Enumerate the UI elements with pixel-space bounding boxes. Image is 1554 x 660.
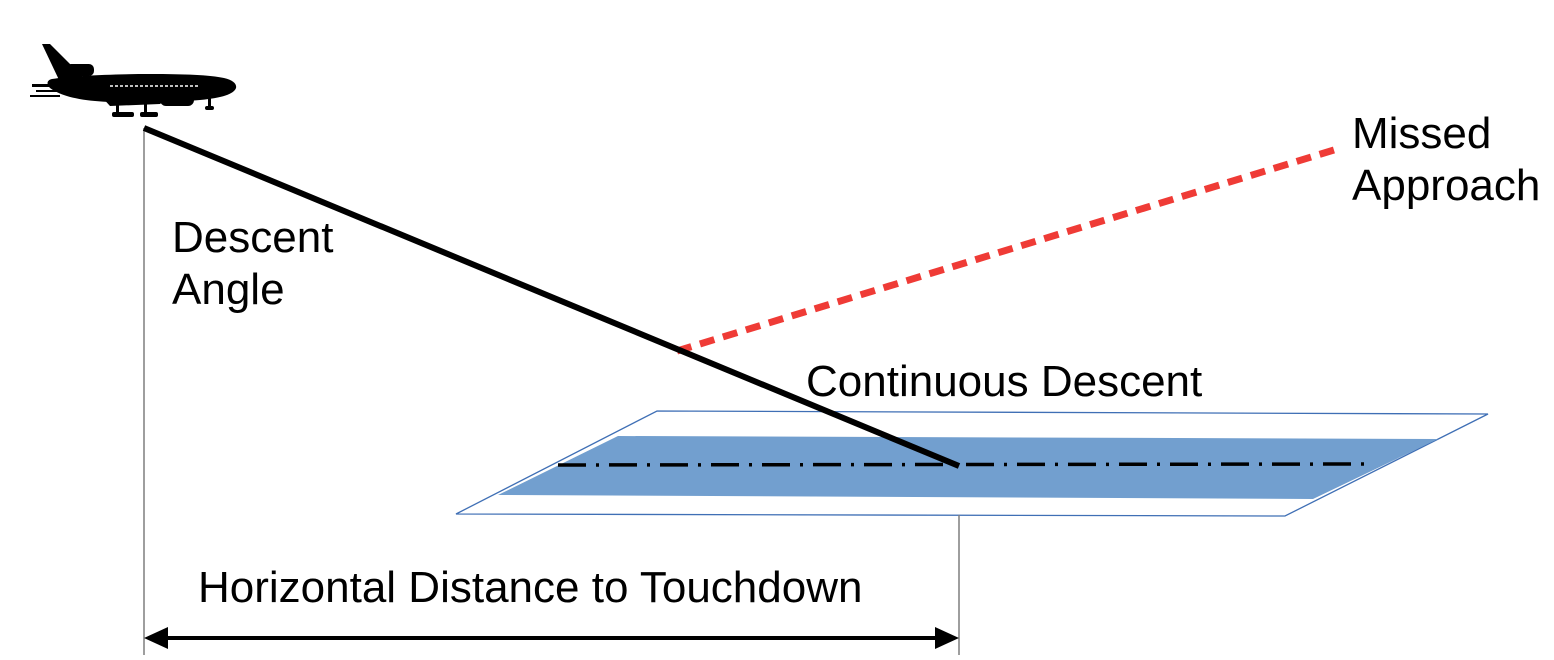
missed-approach-label-line2: Approach xyxy=(1352,161,1540,210)
runway-surface xyxy=(498,436,1438,499)
arrowhead-right xyxy=(935,627,959,649)
descent-path xyxy=(142,125,961,469)
runway-centerline xyxy=(557,462,1371,467)
descent-angle-label-line1: Descent xyxy=(172,213,333,262)
continuous-descent-label: Continuous Descent xyxy=(806,357,1202,406)
missed-approach-label-line1: Missed xyxy=(1352,109,1491,158)
horizontal-distance-label: Horizontal Distance to Touchdown xyxy=(198,563,862,612)
descent-angle-label-line2: Angle xyxy=(172,265,285,314)
arrowhead-left xyxy=(144,627,168,649)
horizontal-distance-arrow xyxy=(144,627,959,649)
airplane-icon xyxy=(30,44,237,117)
missed-approach-path xyxy=(675,146,1336,355)
